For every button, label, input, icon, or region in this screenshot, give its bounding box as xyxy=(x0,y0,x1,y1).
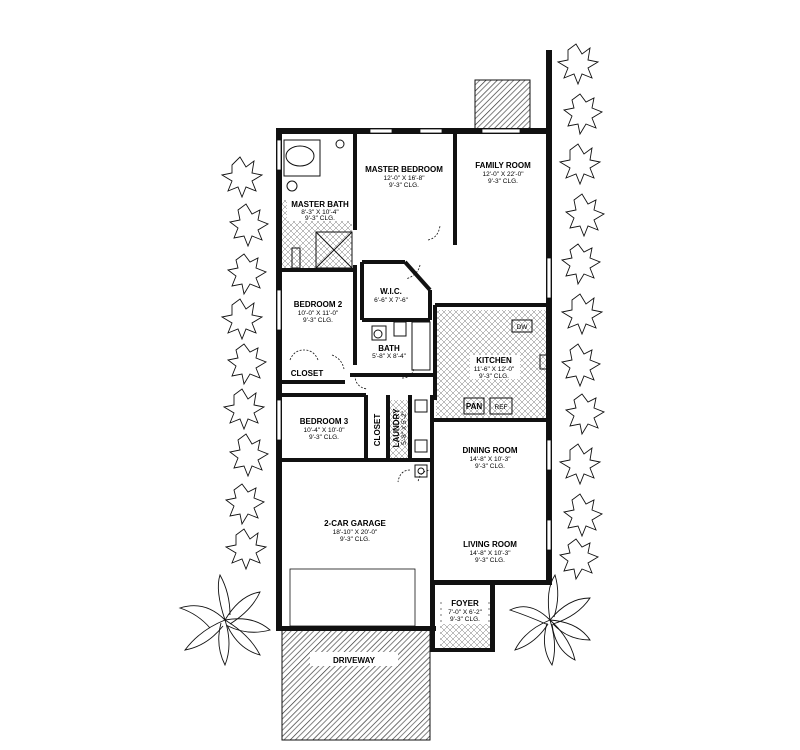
garage-name: 2-CAR GARAGE xyxy=(324,519,386,528)
room-master-bedroom: MASTER BEDROOM 12'-0" X 16'-8" 9'-3" CLG… xyxy=(365,165,443,189)
top-patio xyxy=(474,79,531,131)
foyer-clg: 9'-3" CLG. xyxy=(450,616,480,623)
room-closet-1: CLOSET xyxy=(291,369,324,378)
room-bath: BATH 5'-8" X 8'-4" xyxy=(372,344,407,360)
living-room-clg: 9'-3" CLG. xyxy=(475,557,505,564)
fixtures: DW REF xyxy=(283,139,549,478)
room-bedroom-2: BEDROOM 2 10'-0" X 11'-0" 9'-3" CLG. xyxy=(294,300,343,324)
bedroom-2-name: BEDROOM 2 xyxy=(294,300,343,309)
master-bedroom-dims: 12'-0" X 16'-8" xyxy=(383,175,425,182)
interior-walls xyxy=(282,133,548,580)
foyer-name: FOYER xyxy=(451,599,479,608)
room-master-bath: MASTER BATH 8'-3" X 10'-4" 9'-3" CLG. xyxy=(287,199,353,222)
exterior-walls xyxy=(276,50,552,652)
kitchen-clg: 9'-3" CLG. xyxy=(479,373,509,380)
living-room-name: LIVING ROOM xyxy=(463,540,517,549)
bedroom-3-dims: 10'-4" X 10'-0" xyxy=(303,427,345,434)
windows xyxy=(276,128,552,627)
bedroom-2-clg: 9'-3" CLG. xyxy=(303,317,333,324)
tub-icon xyxy=(285,145,315,167)
shower-icon xyxy=(315,231,353,269)
master-bath-dims: 8'-3" X 10'-4" xyxy=(301,209,339,216)
room-wic: W.I.C. 6'-6" X 7'-6" xyxy=(374,287,409,304)
left-shrubs xyxy=(220,156,270,571)
laundry-floor xyxy=(390,400,412,460)
doors xyxy=(289,225,441,483)
laundry-name: LAUNDRY xyxy=(392,408,401,447)
living-room-dims: 14'-8" X 10'-3" xyxy=(469,550,511,557)
wic-dims: 6'-6" X 7'-6" xyxy=(374,297,409,304)
room-pantry: PAN xyxy=(463,397,485,415)
bedroom-3-clg: 9'-3" CLG. xyxy=(309,434,339,441)
family-room-clg: 9'-3" CLG. xyxy=(488,178,518,185)
dining-room-dims: 14'-8" X 10'-3" xyxy=(469,456,511,463)
pantry-name: PAN xyxy=(466,402,483,411)
landscaping xyxy=(178,43,606,667)
master-bath-clg: 9'-3" CLG. xyxy=(305,215,335,222)
room-garage: 2-CAR GARAGE 18'-10" X 20'-0" 9'-3" CLG. xyxy=(324,519,386,543)
laundry-dims: 5'-8" X 5'-2" xyxy=(401,410,408,445)
refrigerator-label: REF xyxy=(495,404,508,411)
right-shrubs xyxy=(556,43,606,581)
driveway-label: DRIVEWAY xyxy=(333,656,376,665)
room-foyer: FOYER 7'-0" X 6'-2" 9'-3" CLG. xyxy=(442,598,488,624)
room-living-room: LIVING ROOM 14'-8" X 10'-3" 9'-3" CLG. xyxy=(463,540,517,564)
bedroom-3-name: BEDROOM 3 xyxy=(300,417,349,426)
room-bedroom-3: BEDROOM 3 10'-4" X 10'-0" 9'-3" CLG. xyxy=(300,417,349,441)
bedroom-2-dims: 10'-0" X 11'-0" xyxy=(298,310,339,317)
room-closet-2: CLOSET xyxy=(373,414,382,447)
family-room-dims: 12'-0" X 22'-0" xyxy=(482,171,524,178)
garage-clg: 9'-3" CLG. xyxy=(340,536,370,543)
room-dining-room: DINING ROOM 14'-8" X 10'-3" 9'-3" CLG. xyxy=(462,446,517,470)
master-bedroom-name: MASTER BEDROOM xyxy=(365,165,443,174)
driveway: DRIVEWAY xyxy=(281,629,431,741)
dishwasher-label: DW xyxy=(517,324,529,331)
kitchen-dims: 11'-6" X 12'-0" xyxy=(474,366,515,373)
large-plant-right xyxy=(508,573,591,667)
bath-dims: 5'-8" X 8'-4" xyxy=(372,353,407,360)
closet-1-name: CLOSET xyxy=(291,369,324,378)
master-bath-name: MASTER BATH xyxy=(291,200,349,209)
bathtub-icon xyxy=(411,321,431,371)
closet-2-name: CLOSET xyxy=(373,414,382,447)
room-laundry: LAUNDRY 5'-8" X 5'-2" xyxy=(392,408,408,447)
toilet-icon xyxy=(286,180,298,192)
large-plant-left xyxy=(178,573,271,667)
bath-name: BATH xyxy=(378,344,400,353)
room-kitchen: KITCHEN 11'-6" X 12'-0" 9'-3" CLG. xyxy=(470,355,520,380)
master-bedroom-clg: 9'-3" CLG. xyxy=(389,182,419,189)
family-room-name: FAMILY ROOM xyxy=(475,161,531,170)
room-family-room: FAMILY ROOM 12'-0" X 22'-0" 9'-3" CLG. xyxy=(475,161,531,185)
foyer-dims: 7'-0" X 6'-2" xyxy=(448,609,483,616)
kitchen-name: KITCHEN xyxy=(476,356,512,365)
dining-room-name: DINING ROOM xyxy=(462,446,517,455)
wic-name: W.I.C. xyxy=(380,287,402,296)
dining-room-clg: 9'-3" CLG. xyxy=(475,463,505,470)
garage-dims: 18'-10" X 20'-0" xyxy=(333,529,378,536)
